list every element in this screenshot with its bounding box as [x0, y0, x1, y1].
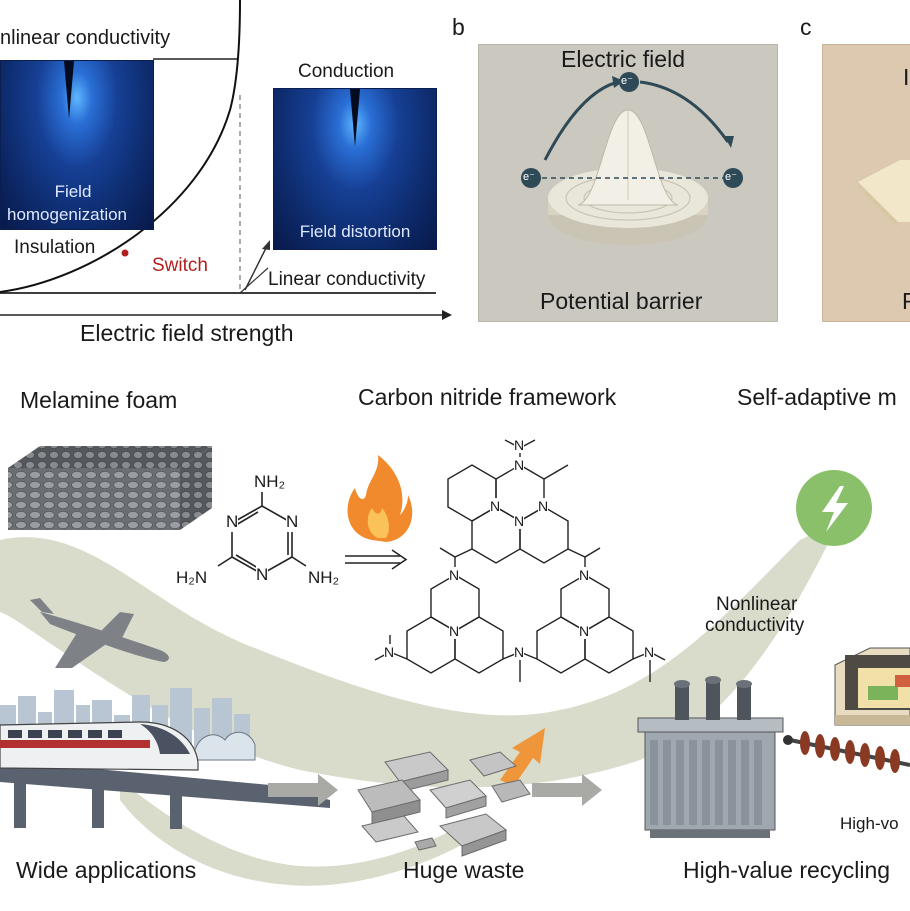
recycling-label: High-value recycling	[683, 857, 891, 883]
panel-c-bottom-fragment: F	[902, 288, 910, 314]
needle-icon	[64, 61, 74, 119]
panel-b-letter: b	[452, 14, 465, 40]
electron-icon	[619, 72, 639, 92]
panel-c-letter: c	[800, 14, 812, 40]
needle-icon	[350, 89, 360, 147]
atom-label: N	[538, 498, 549, 514]
panel-a-graph	[0, 0, 452, 320]
atom-label: N	[384, 644, 395, 660]
atom-label: N	[514, 644, 525, 660]
panel-c-illustration	[858, 160, 910, 228]
nonlinear-label-1: Nonlinear	[716, 594, 798, 615]
self-adaptive-label: Self-adaptive m	[737, 384, 897, 410]
atom-label: N	[226, 512, 239, 532]
atom-label: N	[514, 437, 525, 453]
atom-label: NH₂	[308, 568, 340, 587]
train-icon	[0, 721, 330, 829]
conduction-title: Conduction	[298, 61, 395, 82]
potential-barrier-label: Potential barrier	[540, 288, 703, 314]
nonlinear-label-2: conductivity	[705, 615, 805, 636]
insulation-label: Insulation	[14, 237, 96, 258]
inset-field-distortion: Field distortion	[273, 88, 437, 250]
atom-label: N	[256, 565, 269, 585]
high-voltage-label: High-vo	[840, 814, 899, 833]
flame-icon	[347, 455, 413, 542]
electron-label: e⁻	[523, 171, 535, 183]
electric-field-label: Electric field	[561, 46, 685, 72]
atom-label: N	[644, 644, 655, 660]
atom-label: N	[514, 457, 525, 473]
switch-label: Switch	[152, 255, 208, 276]
electron-label: e⁻	[621, 75, 633, 87]
inset-left-line1: Field	[54, 182, 92, 201]
inset-field-homogenization: Field homogenization	[0, 60, 154, 230]
panel-c-top-fragment: I	[903, 64, 910, 90]
transformer-icon	[637, 676, 784, 838]
huge-waste-label: Huge waste	[403, 857, 525, 883]
linear-label: Linear conductivity	[268, 269, 426, 290]
atom-label: N	[286, 512, 299, 532]
atom-label: H₂N	[176, 568, 208, 587]
curve-label: nlinear conductivity	[0, 27, 171, 49]
electron-icon	[723, 168, 743, 188]
bolt-icon	[796, 470, 872, 546]
x-axis-label: Electric field strength	[80, 320, 294, 346]
melamine-foam-label: Melamine foam	[20, 387, 178, 413]
atom-label: N	[449, 623, 460, 639]
wide-applications-label: Wide applications	[16, 857, 197, 883]
atom-label: N	[579, 623, 590, 639]
atom-label: NH₂	[254, 472, 286, 491]
electron-label: e⁻	[725, 171, 737, 183]
framework-label: Carbon nitride framework	[358, 384, 617, 410]
switch-point	[121, 249, 129, 257]
insulator-icon	[783, 731, 910, 773]
electron-icon	[521, 168, 541, 188]
potential-barrier-illustration	[521, 72, 743, 245]
inset-left-line2: homogenization	[6, 205, 128, 224]
atom-label: N	[490, 498, 501, 514]
airplane-icon	[30, 598, 169, 668]
atom-label: N	[579, 567, 590, 583]
inset-right-text: Field distortion	[299, 222, 411, 241]
atom-label: N	[514, 513, 525, 529]
atom-label: N	[449, 567, 460, 583]
